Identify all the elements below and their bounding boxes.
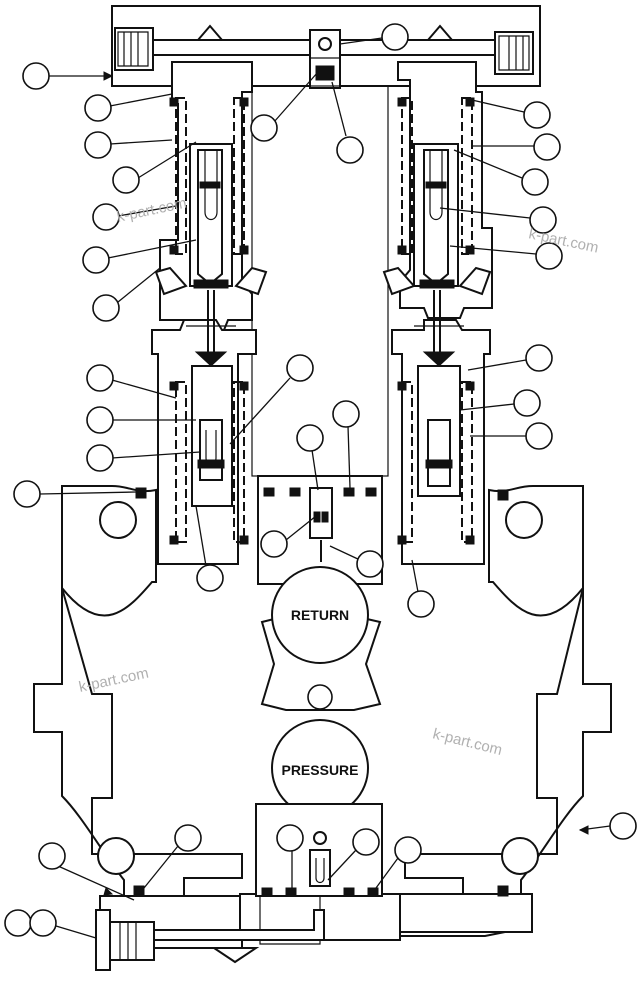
callout [84, 93, 173, 122]
callout [86, 444, 201, 472]
callout [470, 422, 553, 450]
return-port: RETURN [271, 566, 369, 664]
left-lower-spool [169, 351, 249, 545]
callout [327, 828, 380, 881]
callout [449, 242, 563, 270]
callout [229, 354, 314, 445]
callout [112, 141, 197, 194]
callout [260, 515, 317, 558]
callout [332, 400, 360, 489]
watermark-text: k-part.com [77, 665, 150, 696]
watermark-text: k-part.com [431, 725, 504, 759]
callout [472, 133, 561, 161]
bottom-left-plug [95, 909, 325, 971]
callout [195, 505, 224, 592]
right-upper-spool [382, 97, 492, 296]
callout [29, 909, 97, 939]
right-lower-spool [397, 351, 475, 545]
callouts [4, 23, 637, 939]
callout [4, 909, 32, 937]
leader-arrowheads [103, 71, 589, 896]
callout [13, 480, 137, 508]
callout [250, 71, 319, 142]
callout [375, 836, 422, 889]
mounting-holes [97, 487, 543, 897]
return-port-label: RETURN [291, 607, 349, 623]
pressure-port-label: PRESSURE [281, 762, 358, 778]
callout [92, 267, 161, 322]
left-upper-spool [154, 97, 268, 296]
callout [329, 545, 384, 578]
callout [22, 62, 112, 90]
callout [92, 203, 177, 231]
callout [86, 364, 177, 399]
callout [276, 824, 304, 888]
callout [82, 239, 197, 274]
callout [86, 406, 196, 434]
center-relief-valve [257, 475, 383, 585]
callout [439, 206, 557, 234]
callout [471, 99, 551, 129]
callout [339, 23, 409, 51]
pressure-port: PRESSURE [271, 719, 369, 817]
callout [331, 81, 364, 164]
callout [467, 344, 553, 372]
callout [296, 424, 324, 491]
callout [453, 149, 549, 196]
callout [459, 389, 541, 417]
callout [143, 824, 202, 889]
callout [407, 559, 435, 618]
callout [84, 131, 173, 159]
callout [38, 842, 135, 901]
